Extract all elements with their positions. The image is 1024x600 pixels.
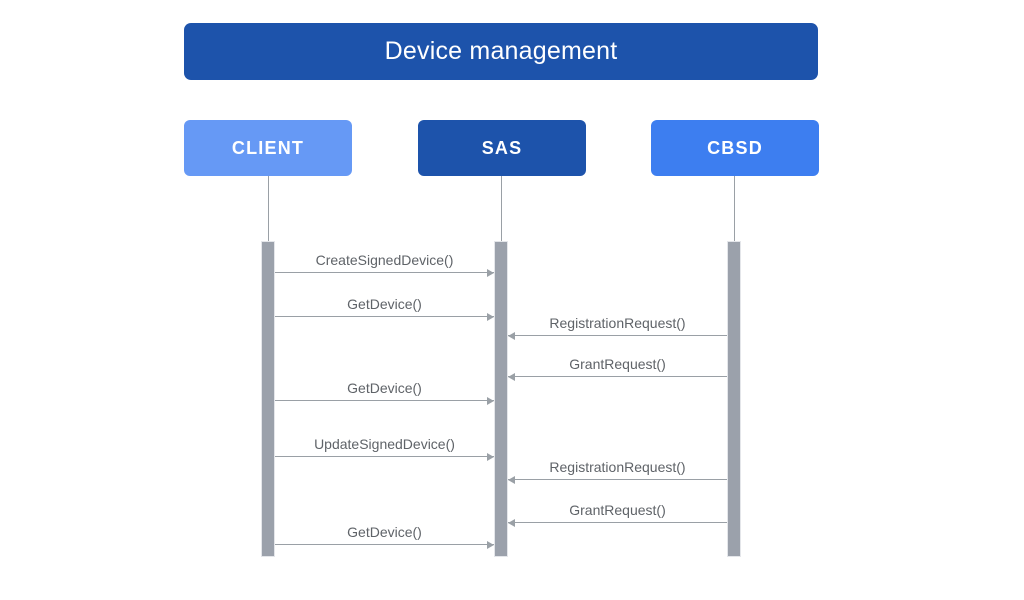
- arrow-right-icon: [487, 312, 494, 321]
- arrow-left-icon: [508, 331, 515, 340]
- message-label: RegistrationRequest(): [549, 315, 686, 331]
- actor-box-cbsd[interactable]: CBSD: [651, 120, 819, 176]
- actor-box-sas[interactable]: SAS: [418, 120, 586, 176]
- arrow-left-icon: [508, 518, 515, 527]
- message-line: [508, 479, 727, 480]
- message-label: UpdateSignedDevice(): [314, 436, 455, 452]
- message-line: [275, 544, 494, 545]
- actor-label-sas: SAS: [481, 138, 523, 158]
- arrow-right-icon: [487, 540, 494, 549]
- arrow-left-icon: [508, 372, 515, 381]
- message-line: [508, 522, 727, 523]
- lifeline-cbsd: [734, 176, 735, 242]
- diagram-title-banner: Device management: [184, 23, 818, 80]
- arrow-right-icon: [487, 452, 494, 461]
- actor-box-client[interactable]: CLIENT: [184, 120, 352, 176]
- message-label: GetDevice(): [347, 380, 422, 396]
- message-label: GetDevice(): [347, 296, 422, 312]
- actor-label-client: CLIENT: [231, 138, 305, 158]
- lifeline-sas: [501, 176, 502, 242]
- arrow-left-icon: [508, 475, 515, 484]
- activation-bar-cbsd: [727, 241, 741, 557]
- message-label: GrantRequest(): [569, 502, 666, 518]
- actor-label-cbsd: CBSD: [707, 138, 763, 158]
- message-line: [275, 316, 494, 317]
- message-line: [508, 335, 727, 336]
- message-line: [508, 376, 727, 377]
- page-title: Device management: [384, 37, 618, 65]
- activation-bar-sas: [494, 241, 508, 557]
- activation-bar-client: [261, 241, 275, 557]
- arrow-right-icon: [487, 268, 494, 277]
- message-label: CreateSignedDevice(): [315, 252, 454, 268]
- message-line: [275, 272, 494, 273]
- message-label: RegistrationRequest(): [549, 459, 686, 475]
- arrow-right-icon: [487, 396, 494, 405]
- message-label: GrantRequest(): [569, 356, 666, 372]
- message-line: [275, 400, 494, 401]
- lifeline-client: [268, 176, 269, 242]
- message-line: [275, 456, 494, 457]
- message-label: GetDevice(): [347, 524, 422, 540]
